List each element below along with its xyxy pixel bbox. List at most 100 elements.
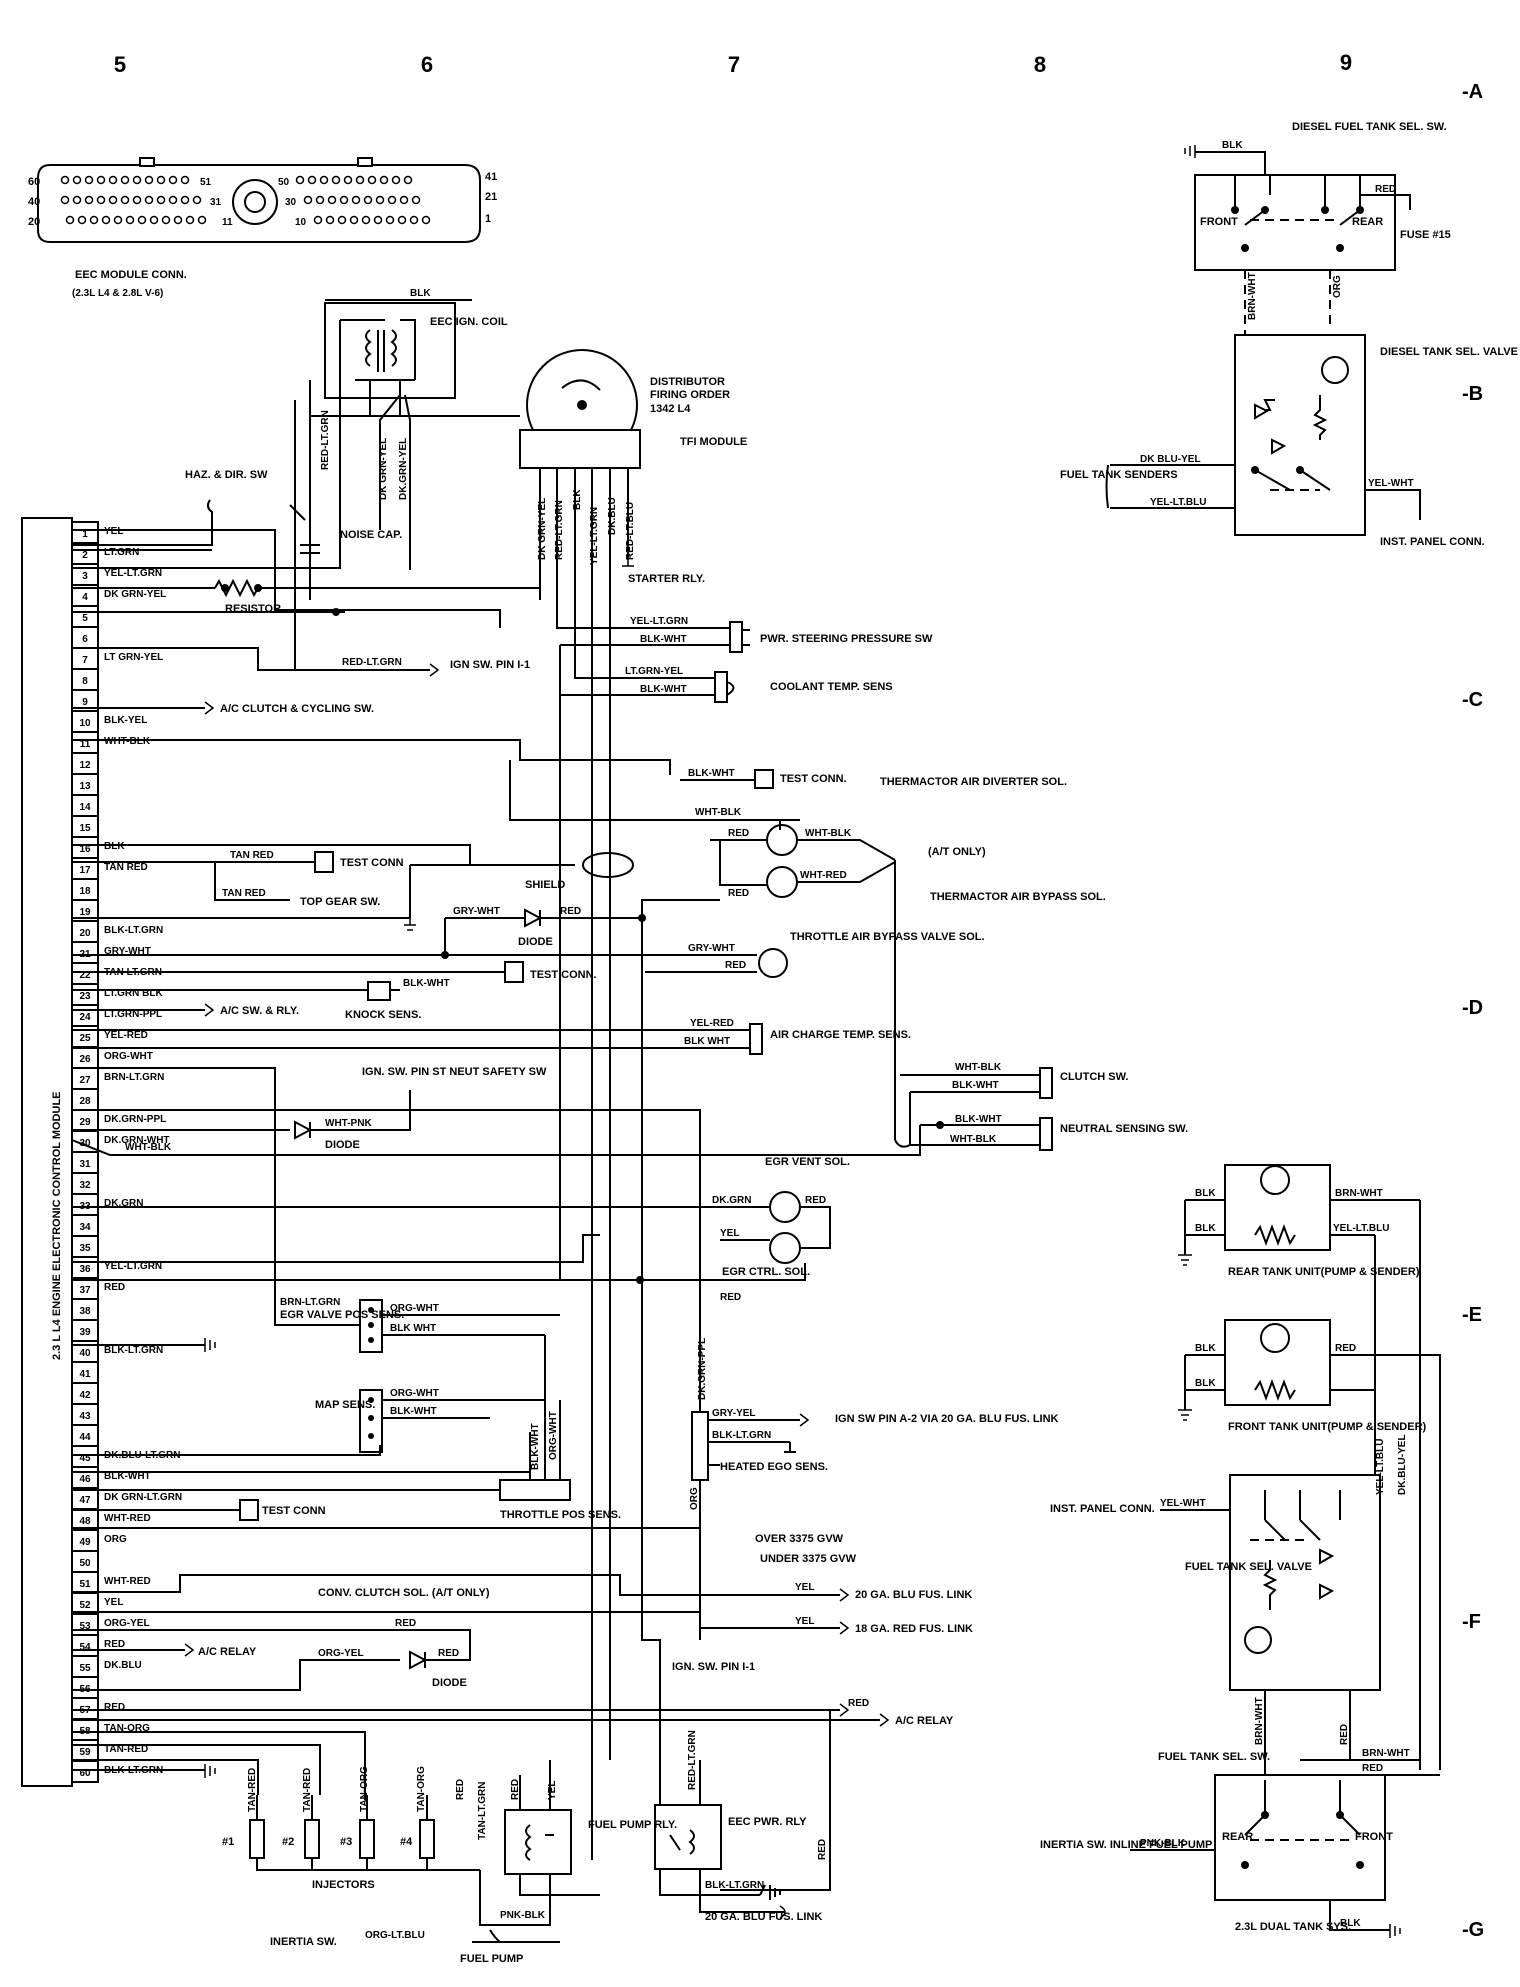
eec-pin-hole bbox=[355, 175, 365, 185]
wire-blk-lt-grn-eec: BLK-LT.GRN bbox=[705, 1880, 764, 1891]
eec-pin-hole bbox=[161, 215, 171, 225]
module-pin-number: 29 bbox=[79, 1117, 91, 1128]
wire-red-conv: RED bbox=[395, 1618, 416, 1629]
module-pin-number: 26 bbox=[79, 1054, 91, 1065]
wire-diesel-red: RED bbox=[1375, 184, 1396, 195]
label-diesel-valve: DIESEL TANK SEL. VALVE bbox=[1380, 346, 1518, 358]
eec-pin-hole bbox=[144, 175, 154, 185]
wire-tank-pnk-blk: PNK-BLK bbox=[1140, 1838, 1186, 1849]
eec-connector-subtitle: (2.3L L4 & 2.8L V-6) bbox=[72, 288, 163, 299]
module-pin-number: 35 bbox=[79, 1243, 91, 1254]
module-pin-number: 25 bbox=[79, 1033, 91, 1044]
label-injectors: INJECTORS bbox=[312, 1879, 375, 1891]
wire-red-acr: RED bbox=[848, 1698, 869, 1709]
module-pin-wire-label: DK GRN-YEL bbox=[104, 589, 166, 600]
wire-red-lt-blu-tfi: RED-LT.BLU bbox=[625, 502, 636, 560]
label-diode: DIODE bbox=[518, 936, 553, 948]
eec-pin-hole bbox=[60, 195, 70, 205]
label-front2: FRONT bbox=[1355, 1831, 1393, 1843]
eec-pin-hole bbox=[399, 195, 409, 205]
main-wiring bbox=[71, 299, 1053, 1943]
label-heated-ego: HEATED EGO SENS. bbox=[720, 1461, 828, 1473]
label-ign-sw-pin: IGN SW. PIN I-1 bbox=[450, 659, 530, 671]
label-inst-panel-conn2: INST. PANEL CONN. bbox=[1050, 1503, 1155, 1515]
module-pin-number: 40 bbox=[79, 1348, 91, 1359]
wire-blk-wht-clutch: BLK-WHT bbox=[952, 1080, 999, 1091]
eec-pin-hole bbox=[325, 215, 335, 225]
eec-pin-20: 20 bbox=[28, 216, 40, 228]
component-labels: HAZ. & DIR. SW NOISE CAP. EEC IGN. COIL … bbox=[185, 121, 1518, 1965]
grid-column-markers: 5 6 7 8 9 bbox=[114, 50, 1352, 77]
eec-pin-60: 60 bbox=[28, 176, 40, 188]
label-rear: REAR bbox=[1352, 216, 1383, 228]
eec-pin-51: 51 bbox=[200, 177, 212, 188]
wire-org-yel-conv: ORG-YEL bbox=[318, 1648, 364, 1659]
wire-dk-grn-ppl-ego: DK.GRN-PPL bbox=[697, 1338, 708, 1400]
module-pin-number: 54 bbox=[79, 1642, 91, 1653]
label-firing-order: FIRING ORDER bbox=[650, 389, 730, 401]
label-ac-relay: A/C RELAY bbox=[198, 1646, 257, 1658]
label-ac-clutch: A/C CLUTCH & CYCLING SW. bbox=[220, 703, 374, 715]
eec-connector-title: EEC MODULE CONN. bbox=[75, 269, 187, 281]
module-pin-number: 23 bbox=[79, 991, 91, 1002]
wire-blk-wht-pwr: BLK-WHT bbox=[640, 634, 687, 645]
module-pin-number: 51 bbox=[79, 1579, 91, 1590]
wire-org-wht-tps: ORG-WHT bbox=[548, 1411, 559, 1460]
label-egr-ctrl: EGR CTRL. SOL. bbox=[722, 1266, 810, 1278]
eec-pin-hole bbox=[149, 215, 159, 225]
eec-pin-hole bbox=[125, 215, 135, 225]
eec-pin-hole bbox=[108, 195, 118, 205]
wire-blk-tfi: BLK bbox=[572, 489, 583, 510]
wire-tan-org-inj3: TAN-ORG bbox=[359, 1766, 370, 1812]
wire-tank-yel-wht: YEL-WHT bbox=[1160, 1498, 1206, 1509]
module-pin-number: 50 bbox=[79, 1558, 91, 1569]
wire-gry-wht-diode: GRY-WHT bbox=[453, 906, 500, 917]
module-pin-number: 9 bbox=[82, 697, 88, 708]
label-rear2: REAR bbox=[1222, 1831, 1253, 1843]
label-fuel-tank-sel-valve: FUEL TANK SEL. VALVE bbox=[1185, 1561, 1312, 1573]
label-ign-sw-pin-i1: IGN. SW. PIN I-1 bbox=[672, 1661, 755, 1673]
eec-pin-hole bbox=[391, 175, 401, 185]
label-egr-valve-pos: EGR VALVE POS SENS. bbox=[280, 1309, 404, 1321]
wire-red-lt-grn: RED-LT.GRN bbox=[320, 410, 331, 470]
wire-tank-blk5: BLK bbox=[1340, 1918, 1361, 1929]
eec-pin-hole bbox=[339, 195, 349, 205]
label-inj2: #2 bbox=[282, 1836, 294, 1848]
module-pin-number: 7 bbox=[82, 655, 88, 666]
label-ac-sw-rly: A/C SW. & RLY. bbox=[220, 1005, 299, 1017]
eec-pin-hole bbox=[72, 175, 82, 185]
wire-brn-lt-grn-egr: BRN-LT.GRN bbox=[280, 1297, 340, 1308]
module-pin-wire-label: BLK-YEL bbox=[104, 715, 147, 726]
module-pin-number: 49 bbox=[79, 1537, 91, 1548]
label-haz-sw: HAZ. & DIR. SW bbox=[185, 469, 268, 481]
label-clutch-sw: CLUTCH SW. bbox=[1060, 1071, 1128, 1083]
row-c: -C bbox=[1462, 689, 1483, 711]
wire-blk-wht-test: BLK-WHT bbox=[688, 768, 735, 779]
label-throttle-pos: THROTTLE POS SENS. bbox=[500, 1509, 621, 1521]
module-pin-number: 42 bbox=[79, 1390, 91, 1401]
wire-tank-dk-blu-yel: DK.BLU-YEL bbox=[1397, 1434, 1408, 1495]
wire-diesel-dk-blu-yel: DK BLU-YEL bbox=[1140, 454, 1201, 465]
module-pin-number: 16 bbox=[79, 844, 91, 855]
row-d: -D bbox=[1462, 997, 1483, 1019]
eec-pin-hole bbox=[409, 215, 419, 225]
module-pin-number: 44 bbox=[79, 1432, 91, 1443]
module-pin-number: 36 bbox=[79, 1264, 91, 1275]
module-pin-wire-label: LT.GRN BLK bbox=[104, 988, 163, 999]
module-pin-number: 34 bbox=[79, 1222, 91, 1233]
wire-red-eec: RED bbox=[817, 1839, 828, 1860]
module-pin-wire-label: BLK bbox=[104, 841, 125, 852]
label-conv-clutch: CONV. CLUTCH SOL. (A/T ONLY) bbox=[318, 1587, 490, 1599]
module-pin-wire-label: YEL-RED bbox=[104, 1030, 148, 1041]
eec-pin-hole bbox=[96, 175, 106, 185]
eec-pin-hole bbox=[84, 175, 94, 185]
wire-diesel-org: ORG bbox=[1332, 275, 1343, 298]
module-pin-number: 31 bbox=[79, 1159, 91, 1170]
wire-red-lt-grn-tfi: RED-LT.GRN bbox=[554, 500, 565, 560]
eec-pin-hole bbox=[379, 175, 389, 185]
eec-pin-40: 40 bbox=[28, 196, 40, 208]
label-inj3: #3 bbox=[340, 1836, 352, 1848]
row-g: -G bbox=[1462, 1919, 1484, 1941]
label-firing-order-val: 1342 L4 bbox=[650, 403, 691, 415]
label-map-sens: MAP SENS. bbox=[315, 1399, 375, 1411]
